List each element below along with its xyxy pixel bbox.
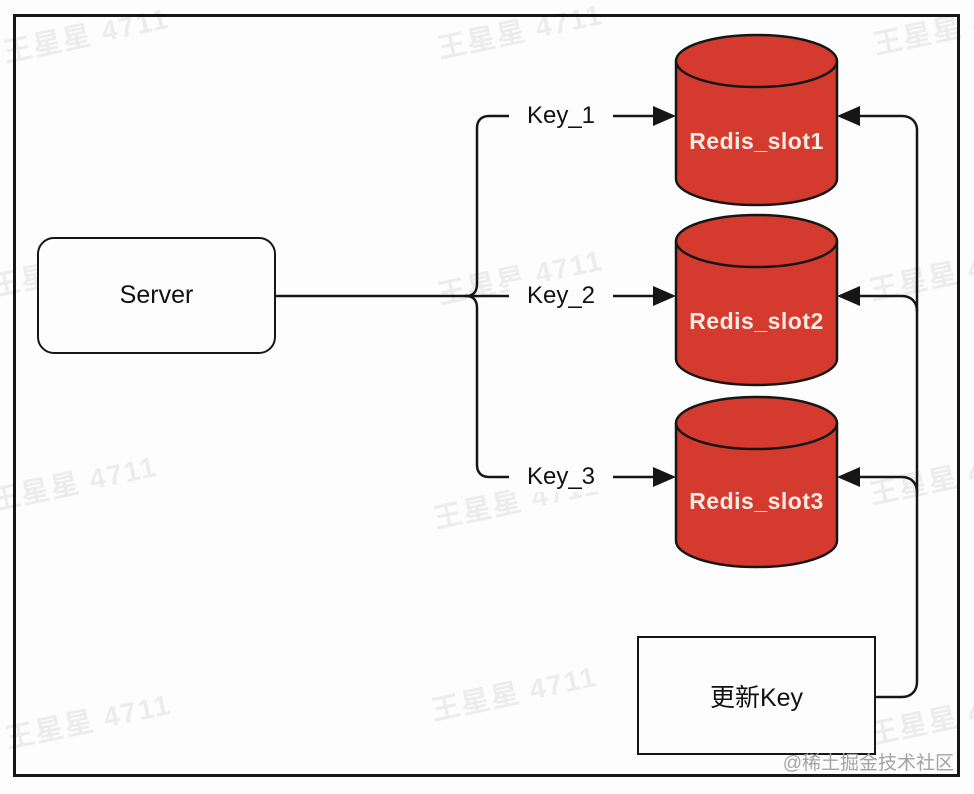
arrowhead-icon bbox=[653, 467, 676, 487]
redis-slot1-label: Redis_slot1 bbox=[689, 128, 824, 154]
key3-branch-line bbox=[464, 294, 656, 479]
update-key-node: 更新Key bbox=[637, 636, 876, 755]
key1-label: Key_1 bbox=[509, 101, 613, 131]
update-key-label: 更新Key bbox=[709, 683, 804, 712]
arrowhead-icon bbox=[653, 286, 676, 306]
key3-label: Key_3 bbox=[509, 462, 613, 492]
update-key-trunk-line bbox=[857, 114, 919, 699]
update-key-slot3-line bbox=[857, 475, 919, 494]
key2-label: Key_2 bbox=[509, 281, 613, 311]
arrowhead-icon bbox=[837, 286, 860, 306]
redis-slot2-label: Redis_slot2 bbox=[689, 308, 824, 334]
diagram-border bbox=[13, 14, 960, 777]
redis-slot3-label: Redis_slot3 bbox=[689, 488, 824, 514]
arrowhead-icon bbox=[653, 106, 676, 126]
community-credit-text: @稀土掘金技术社区 bbox=[782, 753, 954, 774]
update-key-slot2-line bbox=[857, 294, 919, 313]
redis-cylinder-3 bbox=[674, 395, 839, 569]
arrowhead-icon bbox=[837, 467, 860, 487]
arrowhead-icon bbox=[837, 106, 860, 126]
server-label: Server bbox=[119, 281, 194, 309]
redis-cylinder-2 bbox=[674, 213, 839, 387]
redis-cylinder-1 bbox=[674, 33, 839, 207]
server-node: Server bbox=[37, 237, 276, 354]
key1-branch-line bbox=[464, 114, 656, 298]
